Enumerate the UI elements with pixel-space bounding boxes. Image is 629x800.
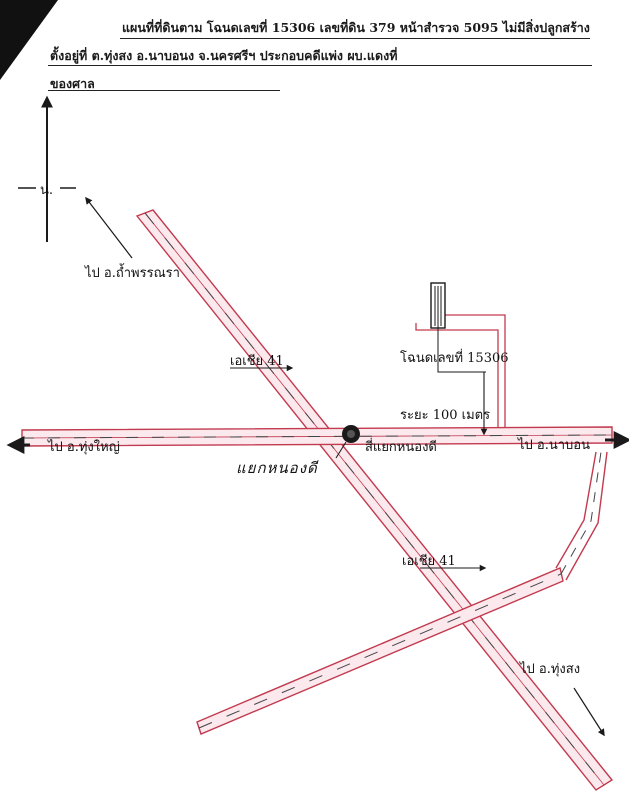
header-line-3: ของศาล (50, 76, 95, 91)
parcel-distance-label: ระยะ 100 เมตร (400, 408, 491, 423)
deed-leader-line (437, 312, 486, 373)
road-branch-na-bon (555, 451, 608, 581)
header-underline-2 (48, 65, 592, 66)
direction-arrow-icon (85, 196, 133, 259)
junction-pointer (335, 441, 347, 459)
header-line-1: แผนที่ที่ดินตาม โฉนดเลขที่ 15306 เลขที่ด… (122, 20, 590, 35)
scan-corner-shadow (0, 0, 58, 80)
parcel-deed-label: โฉนดเลขที่ 15306 (400, 351, 509, 366)
compass-north-label: น. (40, 183, 54, 198)
north-arrow-icon (18, 95, 76, 242)
destination-thung-yai: ไป อ.ทุ่งใหญ่ (48, 440, 120, 455)
road-lower-diagonal (196, 567, 564, 735)
header-line-2: ตั้งอยู่ที่ ต.ทุ่งสง อ.นาบอนง จ.นครศรีฯ … (50, 48, 398, 63)
destination-thung-song: ไป อ.ทุ่งสง (520, 662, 581, 677)
header-underline-3 (48, 90, 280, 91)
destination-tham-phannara: ไป อ.ถ้ำพรรณรา (85, 266, 180, 281)
direction-arrow-icon (573, 687, 605, 737)
destination-na-bon: ไป อ.นาบอน (518, 438, 590, 453)
junction-handwritten-label: แยกหนองดี (236, 459, 318, 477)
junction-dot-icon (342, 425, 360, 443)
road-asia-41 (135, 209, 614, 791)
header-underline-1 (120, 38, 590, 39)
road-label-asia-41-lower: เอเชีย 41 (402, 554, 456, 569)
junction-printed-label: สี่แยกหนองดี (365, 440, 437, 455)
road-label-asia-41-upper: เอเชีย 41 (230, 354, 284, 369)
